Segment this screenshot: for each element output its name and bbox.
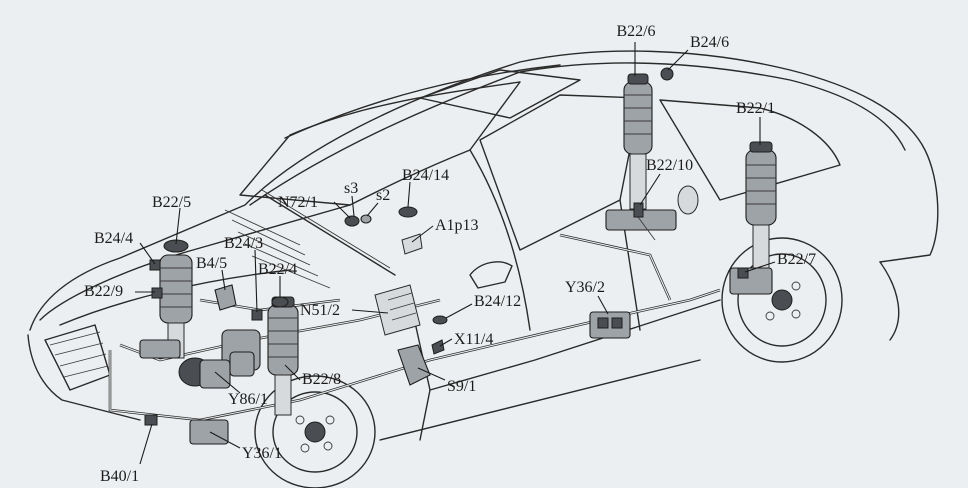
y36-1-valve-block	[189, 419, 229, 445]
a1p13-display	[401, 233, 423, 255]
label-s2: s2	[376, 187, 390, 204]
label-y36-1: Y36/1	[242, 445, 282, 462]
label-b22-7: B22/7	[777, 251, 816, 268]
leader-lines	[135, 42, 776, 465]
label-n51-2: N51/2	[300, 302, 340, 319]
b4-5-pressure-sensor	[214, 284, 237, 311]
label-n72-1: N72/1	[278, 194, 318, 211]
n72-1-switch-panel	[344, 214, 372, 227]
b24-12-sensor	[432, 315, 448, 325]
b22-10-sensor	[633, 185, 699, 241]
label-b24-12: B24/12	[474, 293, 521, 310]
label-s3: s3	[344, 180, 358, 197]
s9-1-switch	[397, 344, 431, 386]
label-b22-10: B22/10	[646, 157, 693, 174]
label-b22-9: B22/9	[84, 283, 123, 300]
b22-7-sensor	[737, 267, 749, 279]
b24-14-sensor	[398, 206, 418, 218]
b24-6-sensor	[660, 67, 674, 81]
label-b22-1: B22/1	[736, 100, 775, 117]
label-b4-5: B4/5	[196, 255, 227, 272]
label-x11-4: X11/4	[454, 331, 493, 348]
label-y36-2: Y36/2	[565, 279, 605, 296]
front-wheel	[254, 375, 376, 488]
b22-4-sensor	[271, 296, 289, 308]
rear-strut-b22-6	[605, 73, 677, 231]
y86-1-valve	[229, 351, 255, 377]
x11-4-connector	[431, 339, 445, 355]
label-b22-5: B22/5	[152, 194, 191, 211]
label-y86-1: Y86/1	[228, 391, 268, 408]
car-body	[27, 50, 939, 441]
label-b24-14: B24/14	[402, 167, 449, 184]
component-labels: B22/6 B24/6 B22/1 B22/10 B22/7 Y36/2 B24…	[84, 23, 816, 485]
label-b24-4: B24/4	[94, 230, 133, 247]
n51-2-control-module	[374, 284, 421, 336]
rear-wheel	[721, 237, 843, 363]
front-strut-b22-5	[139, 239, 193, 359]
label-b22-4: B22/4	[258, 261, 297, 278]
label-b40-1: B40/1	[100, 468, 139, 485]
label-b24-3: B24/3	[224, 235, 263, 252]
label-b22-6: B22/6	[616, 23, 655, 40]
b24-4-sensor	[149, 259, 161, 271]
label-a1p13: A1p13	[435, 217, 479, 234]
label-b24-6: B24/6	[690, 34, 729, 51]
b22-9-sensor	[151, 287, 163, 299]
label-s9-1: S9/1	[447, 378, 476, 395]
rear-strut-b22-1	[729, 141, 777, 295]
b40-1-sensor	[144, 414, 158, 426]
label-b22-8: B22/8	[302, 371, 341, 388]
y36-2-valve-block	[589, 311, 631, 339]
